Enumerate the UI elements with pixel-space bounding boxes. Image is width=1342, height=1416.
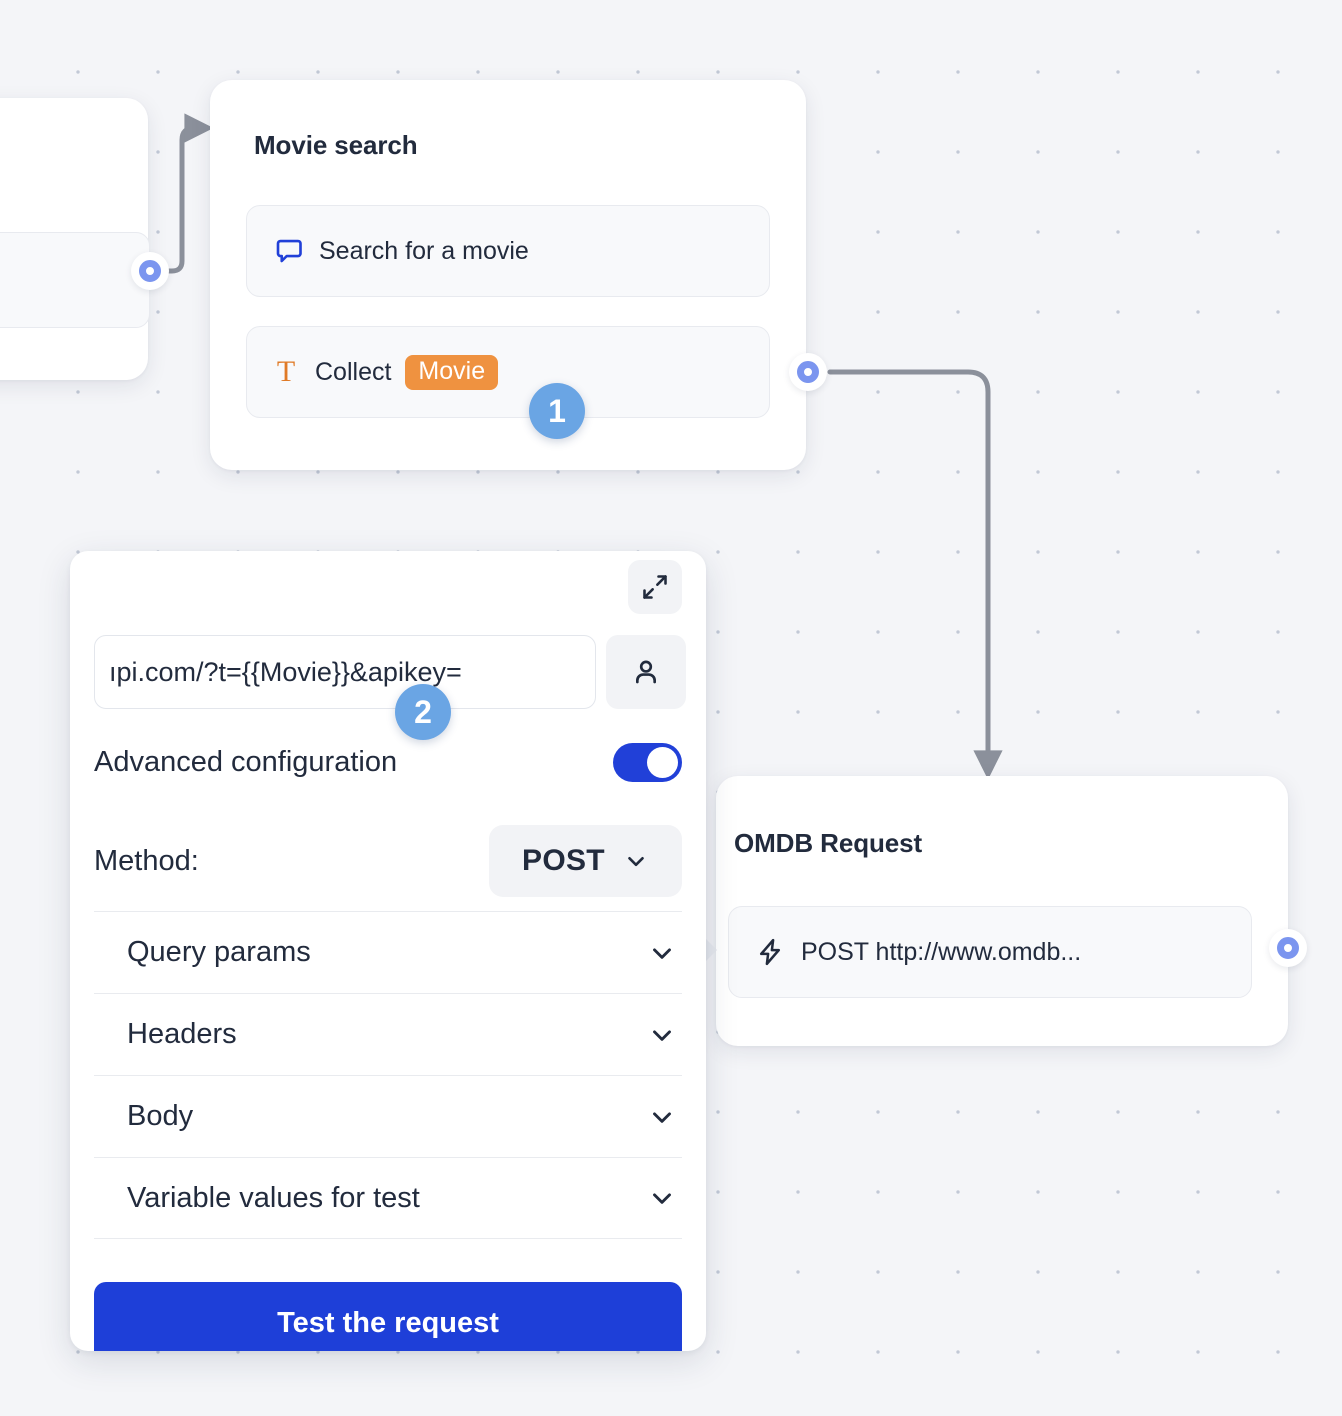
advanced-configuration-toggle[interactable]	[613, 743, 682, 782]
method-row: Method: POST	[94, 825, 682, 897]
node-movie-search-title: Movie search	[254, 130, 418, 160]
node-row-search-for-a-movie[interactable]: Search for a movie	[246, 205, 770, 297]
chevron-down-icon[interactable]	[647, 1020, 677, 1050]
node-movie-search[interactable]: Movie search Search for a movie T Collec…	[210, 80, 806, 470]
chevron-down-icon	[623, 848, 649, 874]
port-movie-search-output[interactable]	[789, 353, 827, 391]
test-the-request-button[interactable]: Test the request	[94, 1282, 682, 1351]
person-icon	[630, 656, 662, 688]
chevron-down-icon[interactable]	[647, 1183, 677, 1213]
accordion-sections: Query params Headers Body Variable value…	[94, 911, 682, 1239]
accordion-item-query-params[interactable]: Query params	[94, 911, 682, 993]
method-selected-value: POST	[522, 844, 605, 877]
edge-movie-to-omdb	[827, 369, 1003, 780]
accordion-label-headers: Headers	[127, 1018, 237, 1050]
variable-chip-movie[interactable]: Movie	[405, 354, 499, 390]
text-t-icon: T	[276, 355, 296, 388]
lightning-bolt-icon	[755, 937, 785, 967]
chevron-down-icon[interactable]	[647, 1102, 677, 1132]
expand-panel-button[interactable]	[628, 560, 682, 614]
node-row-collect-text: Collect	[315, 357, 392, 386]
expand-diagonal-icon	[641, 573, 669, 601]
edge-left-to-movie	[165, 113, 214, 274]
method-label: Method:	[94, 844, 199, 877]
accordion-item-body[interactable]: Body	[94, 1075, 682, 1157]
node-row-collect-movie[interactable]: T Collect Movie	[246, 326, 770, 418]
port-left-node-output[interactable]	[131, 252, 169, 290]
node-row-omdb-post[interactable]: POST http://www.omdb...	[728, 906, 1252, 998]
chevron-down-icon[interactable]	[647, 938, 677, 968]
accordion-label-body: Body	[127, 1100, 194, 1132]
accordion-label-variable-values-for-test: Variable values for test	[127, 1181, 420, 1214]
node-omdb-input-chevron-icon	[703, 936, 717, 964]
select-profile-button[interactable]	[606, 635, 686, 709]
accordion-item-variable-values-for-test[interactable]: Variable values for test	[94, 1157, 682, 1239]
node-row-collect-label: Collect Movie	[315, 354, 499, 390]
annotation-badge-1: 1	[529, 383, 585, 439]
node-left-partial[interactable]	[0, 98, 150, 380]
request-config-panel[interactable]: Advanced configuration Method: POST Quer…	[70, 551, 706, 1351]
advanced-configuration-row: Advanced configuration	[94, 743, 682, 782]
node-row-omdb-label: POST http://www.omdb...	[801, 937, 1082, 966]
accordion-label-query-params: Query params	[127, 936, 311, 968]
node-row-search-label: Search for a movie	[319, 236, 529, 265]
port-omdb-request-output[interactable]	[1269, 929, 1307, 967]
node-omdb-request-title: OMDB Request	[734, 828, 923, 858]
accordion-item-headers[interactable]: Headers	[94, 993, 682, 1075]
request-url-input[interactable]	[94, 635, 596, 709]
method-select[interactable]: POST	[489, 825, 682, 897]
url-row	[94, 635, 686, 709]
node-left-row[interactable]	[0, 232, 150, 328]
node-omdb-request[interactable]: OMDB Request POST http://www.omdb...	[703, 776, 1288, 1046]
annotation-badge-2: 2	[395, 684, 451, 740]
advanced-configuration-label: Advanced configuration	[94, 746, 398, 778]
chat-bubble-icon	[273, 236, 303, 266]
